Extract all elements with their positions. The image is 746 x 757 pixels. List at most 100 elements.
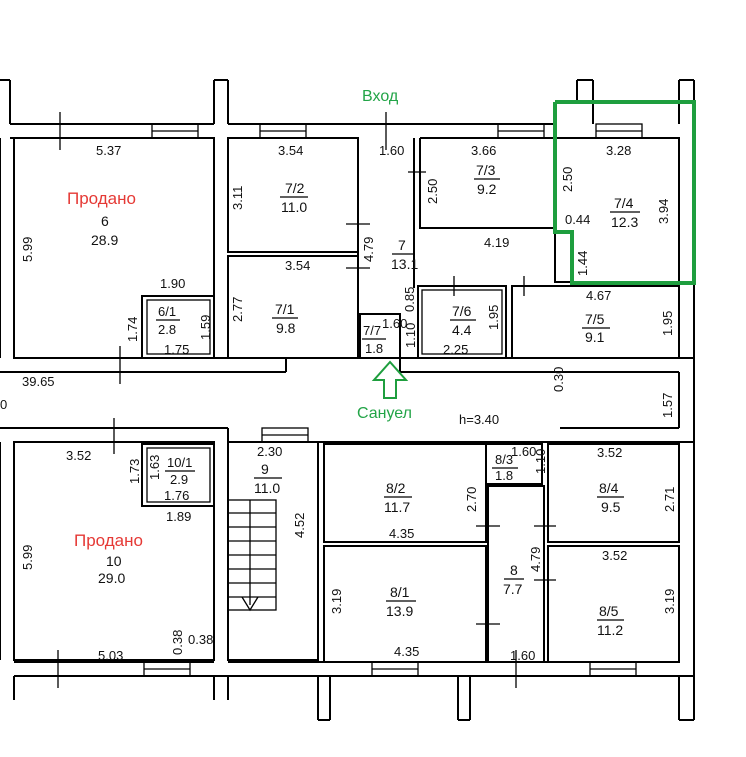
dim-3-94: 3.94 [656, 199, 671, 224]
dim-2-25: 2.25 [443, 342, 468, 357]
svg-text:10: 10 [106, 553, 122, 569]
dim-1-89: 1.89 [166, 509, 191, 524]
room-6-1: 6/12.8 [156, 304, 180, 337]
room-7-4: 7/4 12.3 [610, 195, 640, 230]
walls-bottom [0, 418, 694, 721]
dim-1-63: 1.63 [147, 455, 162, 480]
dim-3-54-mid: 3.54 [285, 258, 310, 273]
dim-4-79-bottom: 4.79 [528, 547, 543, 572]
room-7-6: 7/64.4 [450, 303, 476, 338]
dim-1-60-mid: 1.60 [382, 316, 407, 331]
svg-text:7/3: 7/3 [476, 162, 496, 178]
dim-3-19-left: 3.19 [329, 589, 344, 614]
svg-text:7/7: 7/7 [363, 323, 381, 338]
dim-5-99-bottom: 5.99 [20, 545, 35, 570]
svg-text:9.2: 9.2 [477, 181, 497, 197]
room-8-4: 8/49.5 [597, 480, 624, 515]
svg-text:11.2: 11.2 [597, 622, 623, 638]
dim-1-75: 1.75 [164, 342, 189, 357]
room-8: 87.7 [503, 562, 524, 597]
entrance-label: Вход [362, 88, 399, 105]
dim-2-70: 2.70 [464, 487, 479, 512]
svg-text:1.8: 1.8 [495, 468, 513, 483]
dim-4-35-top: 4.35 [389, 526, 414, 541]
svg-text:11.0: 11.0 [281, 199, 307, 215]
dim-3-52-left: 3.52 [66, 448, 91, 463]
dim-3-28: 3.28 [606, 143, 631, 158]
svg-text:6/1: 6/1 [158, 304, 176, 319]
svg-text:7/4: 7/4 [614, 195, 634, 211]
dim-1-60-corr-top: 1.60 [511, 444, 536, 459]
dim-1-76: 1.76 [164, 488, 189, 503]
svg-text:7/5: 7/5 [585, 311, 605, 327]
room-7: 713.1 [391, 237, 418, 272]
svg-text:7: 7 [398, 237, 406, 253]
room-7-7: 7/71.8 [362, 323, 386, 356]
svg-text:7/2: 7/2 [285, 180, 305, 196]
dim-1-60-corr-bottom: 1.60 [510, 648, 535, 663]
dim-1-44: 1.44 [575, 251, 590, 276]
walls-top [0, 79, 695, 720]
svg-text:8/1: 8/1 [390, 584, 410, 600]
svg-text:28.9: 28.9 [91, 232, 118, 248]
svg-text:7/6: 7/6 [452, 303, 472, 319]
height-label: h=3.40 [459, 412, 499, 427]
dim-0-38-h: 0.38 [188, 632, 213, 647]
svg-text:2.9: 2.9 [170, 472, 188, 487]
svg-text:9.5: 9.5 [601, 499, 621, 515]
highlight-room-7-4 [553, 100, 696, 285]
dim-3-66: 3.66 [471, 143, 496, 158]
dim-1-74: 1.74 [125, 317, 140, 342]
dim-4-52: 4.52 [292, 513, 307, 538]
dim-5-37: 5.37 [96, 143, 121, 158]
dim-4-35-bottom: 4.35 [394, 644, 419, 659]
svg-text:11.7: 11.7 [384, 499, 410, 515]
dimension-labels: 5.37 5.99 1.90 1.74 1.59 1.75 3.54 3.11 … [20, 143, 677, 663]
dim-4-79-top: 4.79 [361, 237, 376, 262]
left-cut-label: 0 [0, 397, 7, 412]
dim-3-52-right-mid: 3.52 [602, 548, 627, 563]
dim-1-59: 1.59 [198, 315, 213, 340]
svg-text:7.7: 7.7 [503, 581, 523, 597]
dim-0-38-v: 0.38 [170, 630, 185, 655]
dim-1-90: 1.90 [160, 276, 185, 291]
dim-2-30: 2.30 [257, 444, 282, 459]
dim-4-67: 4.67 [586, 288, 611, 303]
room-8-3: 8/31.8 [492, 452, 518, 483]
sanuzel-label: Сануел [357, 405, 412, 422]
svg-text:8/2: 8/2 [386, 480, 406, 496]
dim-1-57: 1.57 [660, 393, 675, 418]
svg-text:6: 6 [101, 213, 109, 229]
svg-text:12.3: 12.3 [611, 214, 638, 230]
dim-0-85: 0.85 [402, 287, 417, 312]
dim-1-10-bottom: 1.10 [533, 449, 548, 474]
dim-1-10-top: 1.10 [403, 323, 418, 348]
svg-text:7/1: 7/1 [275, 301, 295, 317]
room-8-2: 8/2 11.7 [384, 480, 412, 515]
svg-text:8: 8 [510, 562, 518, 578]
dim-1-73: 1.73 [127, 459, 142, 484]
dim-0-44: 0.44 [565, 212, 590, 227]
labels: Вход Сануел Продано Продано h=3.40 39.65… [0, 88, 499, 550]
sanuzel-arrow [371, 360, 409, 399]
svg-text:13.1: 13.1 [391, 256, 418, 272]
dim-5-99: 5.99 [20, 237, 35, 262]
dim-3-54-top: 3.54 [278, 143, 303, 158]
room-10-1: 10/1 2.9 [165, 455, 195, 487]
room-labels: 628.9 6/12.8 7/211.0 7/19.8 713.1 7/39.2… [91, 162, 640, 638]
svg-text:2.8: 2.8 [158, 322, 176, 337]
dim-3-11: 3.11 [230, 186, 245, 210]
room-8-1: 8/1 13.9 [386, 584, 416, 619]
svg-text:8/5: 8/5 [599, 603, 619, 619]
svg-text:9: 9 [261, 461, 269, 477]
room-7-5: 7/59.1 [582, 311, 610, 345]
room-9: 911.0 [254, 461, 282, 496]
svg-text:9.8: 9.8 [276, 320, 296, 336]
dim-5-03: 5.03 [98, 648, 123, 663]
svg-text:8/4: 8/4 [599, 480, 619, 496]
svg-text:13.9: 13.9 [386, 603, 413, 619]
svg-text:10/1: 10/1 [167, 455, 192, 470]
svg-text:9.1: 9.1 [585, 329, 605, 345]
room-7-1: 7/19.8 [272, 301, 298, 336]
